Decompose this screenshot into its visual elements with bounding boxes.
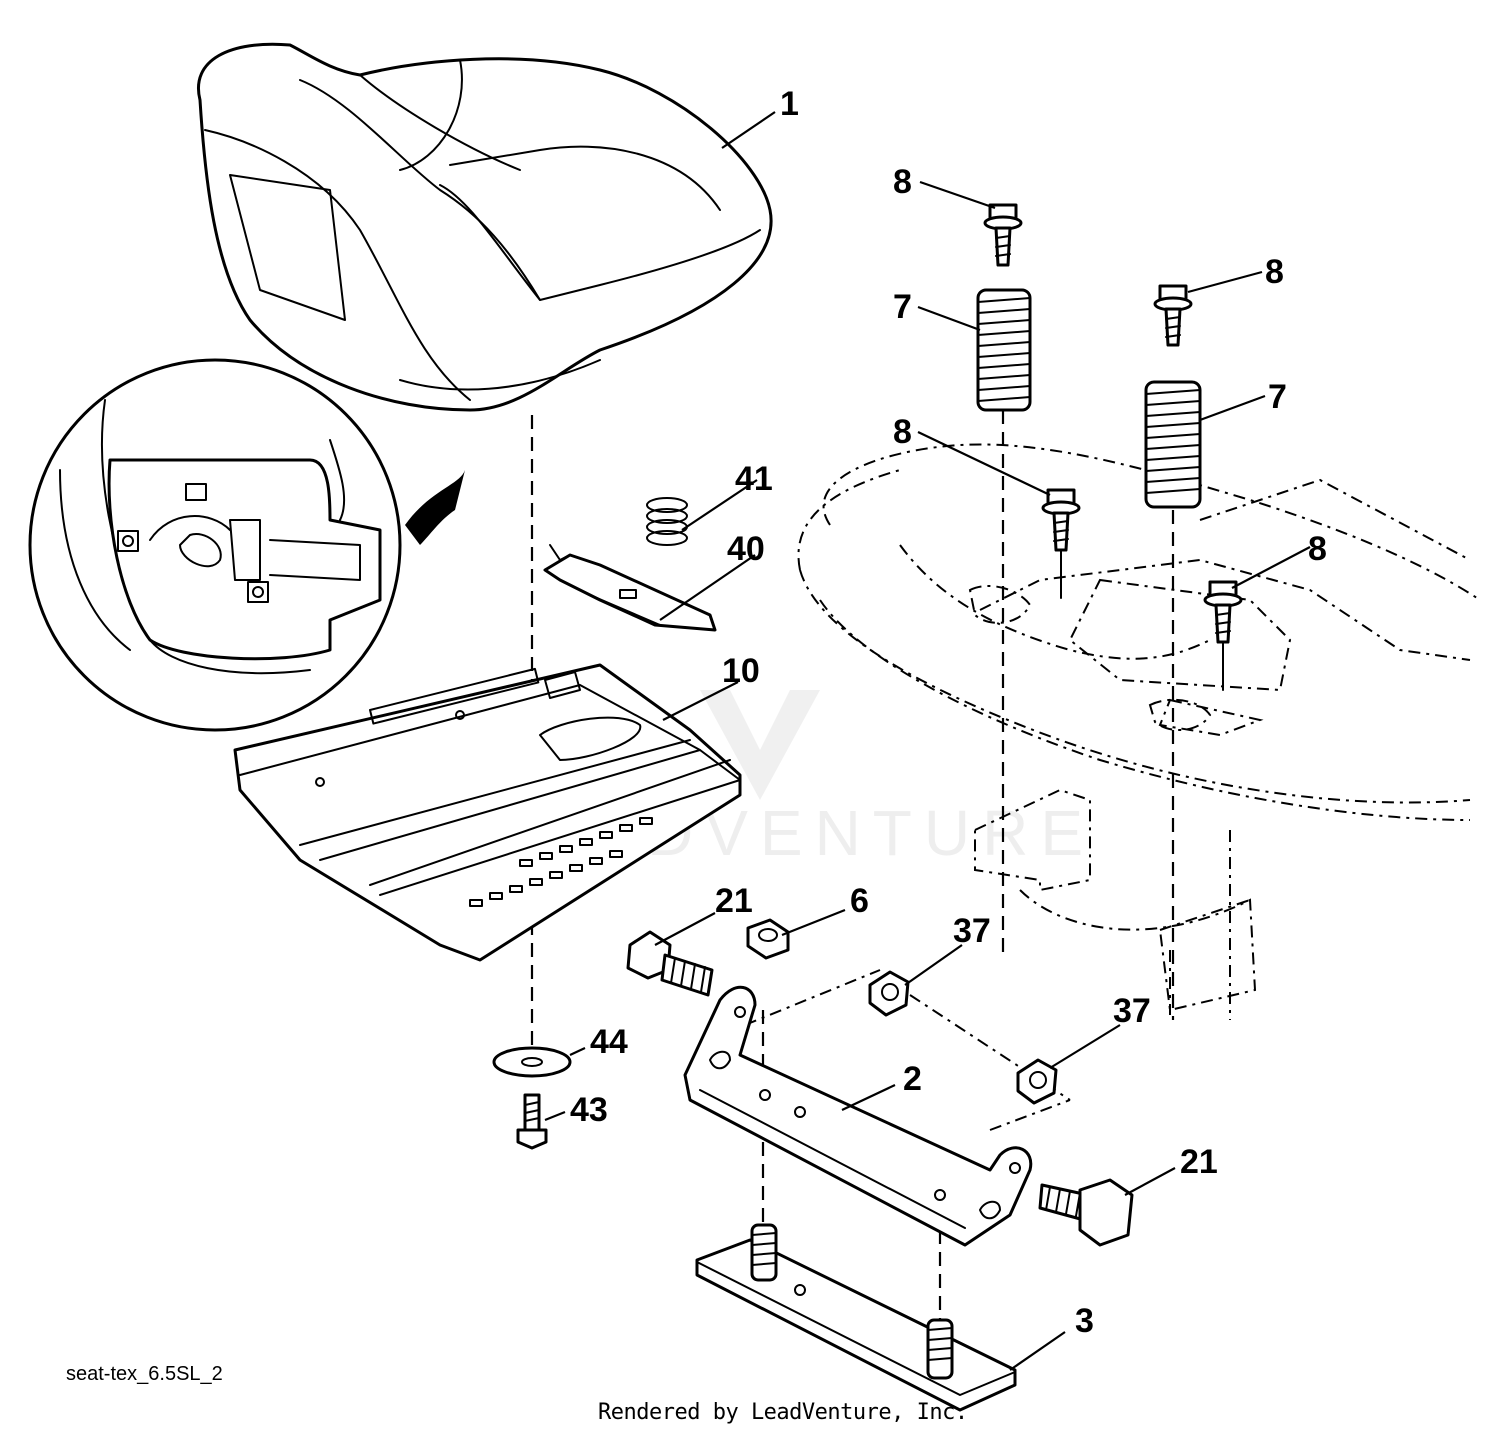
callout-nut-37-lower: 37 bbox=[1113, 992, 1151, 1030]
seat bbox=[197, 42, 773, 412]
stud-left bbox=[750, 1223, 778, 1282]
callout-spring-left: 7 bbox=[893, 288, 912, 326]
render-credit: Rendered by LeadVenture, Inc. bbox=[598, 1400, 968, 1425]
washer bbox=[492, 1046, 572, 1078]
callout-bolt-8-mid-left: 8 bbox=[893, 413, 912, 451]
callout-nut-37-upper: 37 bbox=[953, 912, 991, 950]
callout-washer-44: 44 bbox=[590, 1023, 628, 1061]
small-spring bbox=[646, 497, 688, 546]
bolt-8-top-left bbox=[983, 203, 1023, 267]
bolt-21-right bbox=[1038, 1178, 1134, 1247]
bolt-8-top-right bbox=[1153, 284, 1193, 347]
frame-outline bbox=[797, 443, 1481, 1020]
callout-bolt-8-top-right: 8 bbox=[1265, 253, 1284, 291]
spring-right bbox=[1144, 380, 1202, 509]
detail-inset bbox=[28, 358, 465, 732]
seat-bracket bbox=[683, 985, 1033, 1247]
callout-seat-plate: 3 bbox=[1075, 1302, 1094, 1340]
screw bbox=[516, 1093, 548, 1150]
callout-spring-right: 7 bbox=[1268, 378, 1287, 416]
nut-37-upper bbox=[868, 970, 910, 1017]
bolt-8-mid-left bbox=[1041, 488, 1081, 599]
drawing-id: seat-tex_6.5SL_2 bbox=[66, 1363, 223, 1385]
callout-slide-clip: 40 bbox=[727, 530, 765, 568]
callout-seat-pan: 10 bbox=[722, 652, 760, 690]
callout-small-spring: 41 bbox=[735, 460, 773, 498]
seat-pan-slots bbox=[469, 817, 653, 907]
bolt-21-left bbox=[626, 930, 714, 997]
nut-37-lower bbox=[1016, 1058, 1058, 1105]
callout-bolt-21-left: 21 bbox=[715, 882, 753, 920]
callout-bolt-8-top-left: 8 bbox=[893, 163, 912, 201]
stud-right bbox=[926, 1318, 954, 1380]
callout-seat: 1 bbox=[780, 85, 799, 123]
leader-lines bbox=[544, 111, 1311, 1371]
spring-left bbox=[976, 288, 1032, 412]
callout-bolt-21-right: 21 bbox=[1180, 1143, 1218, 1181]
callout-screw-43: 43 bbox=[570, 1091, 608, 1129]
callout-nut-6: 6 bbox=[850, 882, 869, 920]
callout-bolt-8-mid-right: 8 bbox=[1308, 530, 1327, 568]
seat-pan bbox=[233, 663, 742, 962]
seat-plate bbox=[695, 1223, 1017, 1412]
nut-6 bbox=[746, 918, 790, 960]
bolt-8-mid-right bbox=[1203, 580, 1243, 691]
callout-seat-bracket: 2 bbox=[903, 1060, 922, 1098]
watermark-logo bbox=[700, 690, 820, 800]
callouts: 1 8 8 7 7 8 8 41 40 10 21 6 37 37 44 2 4… bbox=[570, 85, 1327, 1340]
slide-clip bbox=[543, 544, 717, 632]
